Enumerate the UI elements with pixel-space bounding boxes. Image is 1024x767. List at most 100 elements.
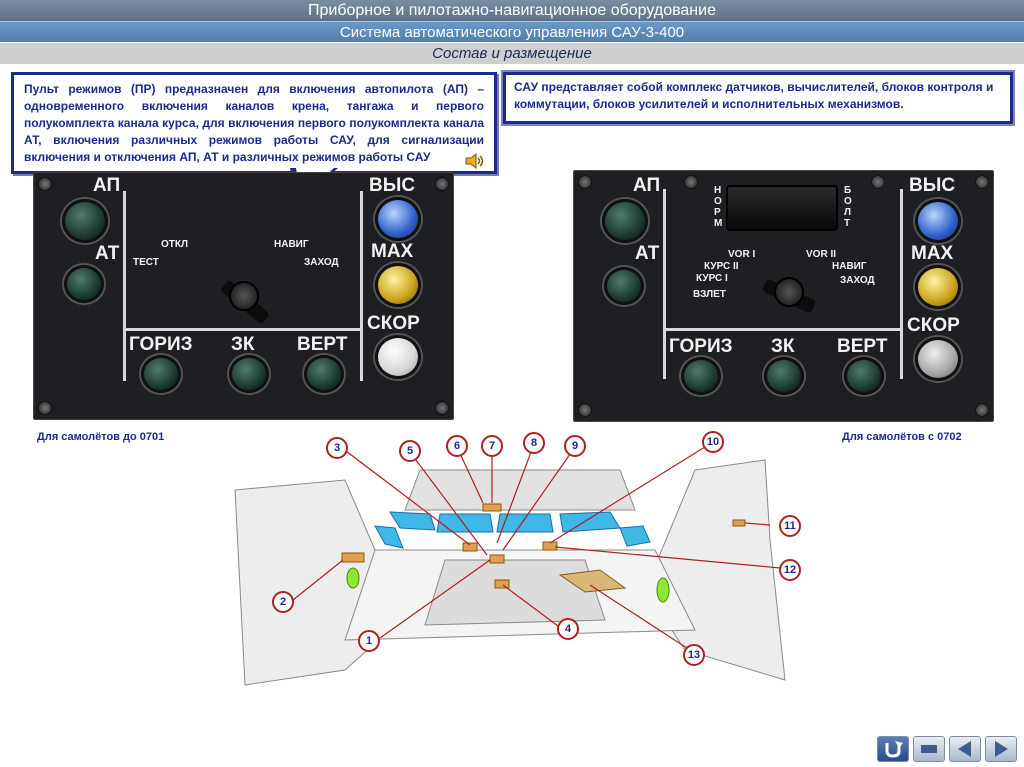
divider	[666, 328, 900, 331]
leader-5	[409, 451, 488, 556]
marker-4[interactable]: 4	[557, 618, 579, 640]
screen-right	[656, 577, 670, 603]
overhead-panel	[404, 469, 636, 511]
button-vys[interactable]	[915, 199, 961, 243]
marker-13[interactable]: 13	[683, 644, 705, 666]
arrow-right-icon	[995, 741, 1008, 757]
label-test: ТЕСТ	[133, 257, 159, 268]
center-console	[424, 559, 606, 626]
cockpit-diagram	[234, 441, 786, 686]
screw	[975, 403, 989, 417]
label-at: АТ	[635, 243, 660, 264]
lamp-at[interactable]	[604, 267, 644, 305]
next-button[interactable]	[985, 736, 1017, 762]
unit-7	[482, 503, 502, 512]
leader-1	[379, 559, 491, 639]
leader-4	[502, 584, 559, 627]
button-max[interactable]	[375, 263, 421, 307]
label-goriz: ГОРИЗ	[129, 334, 193, 355]
screw	[38, 177, 52, 191]
label-vzlet: ВЗЛЕТ	[693, 289, 726, 300]
label-at: АТ	[95, 243, 120, 264]
leader-6	[456, 446, 484, 504]
screw	[684, 175, 698, 189]
marker-2[interactable]: 2	[272, 591, 294, 613]
marker-8[interactable]: 8	[523, 432, 545, 454]
screw	[38, 401, 52, 415]
lamp-goriz[interactable]	[681, 357, 721, 395]
menu-icon	[921, 745, 937, 753]
window-side-right	[619, 525, 651, 547]
unit-13	[558, 569, 627, 593]
mode-selector-knob[interactable]	[774, 277, 804, 307]
unit-1	[489, 554, 505, 564]
label-kurs2: КУРС II	[704, 261, 739, 272]
lamp-vert[interactable]	[304, 355, 344, 393]
label-zahod: ЗАХОД	[304, 257, 339, 268]
marker-11[interactable]: 11	[779, 515, 801, 537]
mode-selector-knob[interactable]	[229, 281, 259, 311]
lamp-ap[interactable]	[602, 199, 648, 243]
marker-7[interactable]: 7	[481, 435, 503, 457]
unit-11	[732, 519, 746, 527]
label-kurs1: КУРС I	[696, 273, 728, 284]
slide-header: Приборное и пилотажно-навигационное обор…	[0, 0, 1024, 64]
lamp-goriz[interactable]	[141, 355, 181, 393]
window-right	[559, 511, 621, 533]
label-max: МАХ	[911, 243, 954, 264]
window-left	[389, 511, 436, 531]
divider	[360, 191, 363, 381]
label-vert: ВЕРТ	[297, 334, 348, 355]
screw	[435, 177, 449, 191]
label-norm: НОРМ	[714, 185, 723, 229]
header-title: Приборное и пилотажно-навигационное обор…	[0, 0, 1024, 21]
lamp-at[interactable]	[64, 265, 104, 303]
marker-3[interactable]: 3	[326, 437, 348, 459]
window-left-center	[436, 513, 494, 533]
button-max[interactable]	[915, 265, 961, 309]
label-zahod: ЗАХОД	[840, 275, 875, 286]
return-icon	[885, 741, 903, 758]
marker-12[interactable]: 12	[779, 559, 801, 581]
arrow-left-icon	[958, 741, 971, 757]
speaker-icon[interactable]	[464, 152, 486, 170]
unit-3	[462, 542, 478, 552]
norm-bolt-toggle[interactable]	[726, 185, 838, 231]
callout-text: Пульт режимов (ПР) предназначен для вклю…	[24, 82, 484, 164]
label-vys: ВЫС	[909, 175, 956, 196]
marker-5[interactable]: 5	[399, 440, 421, 462]
label-max: МАХ	[371, 241, 414, 262]
label-otkl: ОТКЛ	[161, 239, 189, 250]
return-button[interactable]	[877, 736, 909, 762]
header-subtitle: Система автоматического управления САУ-3…	[0, 21, 1024, 42]
button-vys[interactable]	[375, 197, 421, 241]
button-skor[interactable]	[915, 337, 961, 381]
lamp-ap[interactable]	[62, 199, 108, 243]
button-skor[interactable]	[375, 335, 421, 379]
label-bolt: БОЛТ	[844, 185, 852, 229]
marker-9[interactable]: 9	[564, 435, 586, 457]
label-vert: ВЕРТ	[837, 336, 888, 357]
header-section: Состав и размещение	[0, 42, 1024, 64]
right-wall	[644, 459, 786, 681]
leader-3	[341, 447, 471, 546]
mode-panel-new: АП АТ НОРМ БОЛТ VOR I VOR II КУРС II НАВ…	[573, 170, 994, 422]
label-vor1: VOR I	[728, 249, 756, 260]
screw	[578, 403, 592, 417]
divider	[663, 189, 666, 379]
marker-6[interactable]: 6	[446, 435, 468, 457]
screw	[578, 175, 592, 189]
label-goriz: ГОРИЗ	[669, 336, 733, 357]
divider	[900, 189, 903, 379]
screw	[975, 175, 989, 189]
menu-button[interactable]	[913, 736, 945, 762]
screw	[435, 401, 449, 415]
marker-10[interactable]: 10	[702, 431, 724, 453]
marker-1[interactable]: 1	[358, 630, 380, 652]
label-ap: АП	[93, 175, 121, 196]
lamp-vert[interactable]	[844, 357, 884, 395]
label-vys: ВЫС	[369, 175, 416, 196]
lamp-zk[interactable]	[229, 355, 269, 393]
lamp-zk[interactable]	[764, 357, 804, 395]
prev-button[interactable]	[949, 736, 981, 762]
